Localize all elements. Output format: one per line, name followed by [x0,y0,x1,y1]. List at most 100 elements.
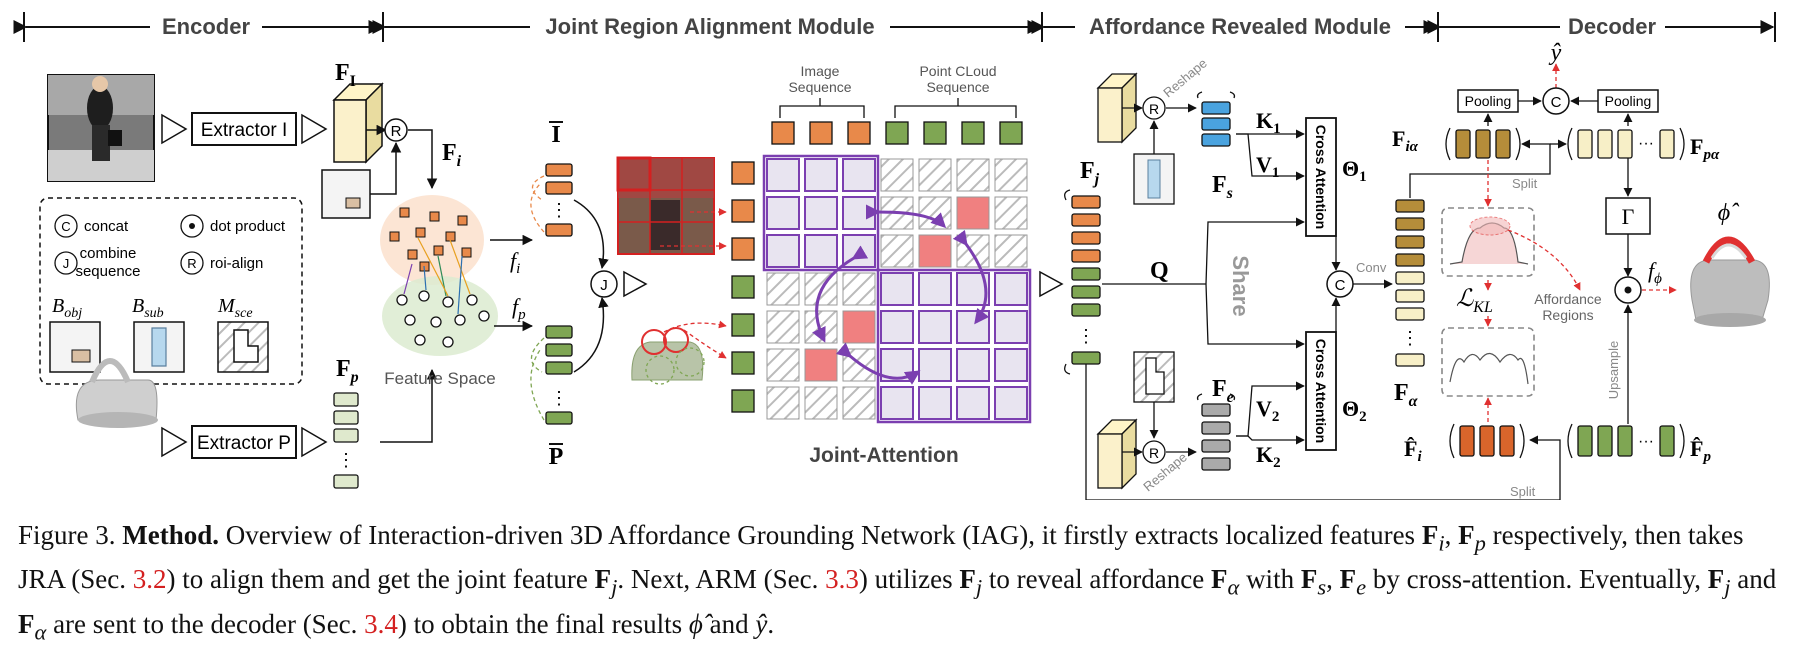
ref-sec-3-2[interactable]: 3.2 [132,564,167,595]
svg-text:R: R [1149,445,1159,461]
attention-cell [766,348,800,382]
svg-text:⋮: ⋮ [550,388,568,408]
feature-space: Feature Space [380,195,498,388]
attention-cell [766,234,800,268]
svg-text:⋮: ⋮ [337,450,355,470]
attention-cell [842,196,876,230]
legend-combine-2: sequence [75,263,140,280]
ref-sec-3-3[interactable]: 3.3 [825,564,859,595]
section-arm: Affordance Revealed Module [1089,14,1391,39]
attention-cell [804,196,838,230]
svg-text:⋮: ⋮ [1401,328,1419,348]
sequence-top [771,121,1023,145]
f-palpha-label: Fpα [1690,134,1720,163]
attention-cell [994,196,1028,230]
f-s-stack [1201,101,1231,147]
attention-cell [956,234,990,268]
f-e-stack [1201,403,1231,471]
attention-cell [804,234,838,268]
attention-cell [918,196,952,230]
attention-cell [804,310,838,344]
legend-m-sce: Msce [217,295,253,321]
input-point-cloud [75,358,158,428]
input-image [47,74,155,182]
gamma-box: Γ [1605,197,1651,235]
f-palpha-stack [1577,129,1675,159]
feat-img-label: FI [335,60,356,90]
svg-text:R: R [187,256,196,271]
attention-cell [918,386,952,420]
attention-cell [880,234,914,268]
attention-arrows [812,204,990,385]
phi-hat-label: ϕ̂ [1718,200,1739,226]
scene-mask-bottom [1133,351,1175,403]
i-bar-label: I [551,122,560,148]
y-hat-label: ŷ [1549,40,1562,66]
fi-hat-stack [1459,425,1515,457]
extractor-i-box: Extractor I [191,112,297,146]
legend: C concat dot product J combine sequence … [39,197,303,385]
attention-cell [956,386,990,420]
f-j-stack [1071,195,1101,365]
combine-node [590,270,618,298]
attention-cell [842,272,876,306]
fp-hat-stack [1577,425,1675,457]
legend-dot-product: dot product [210,218,286,235]
conv-label: Conv [1356,260,1387,275]
section-encoder: Encoder [162,14,250,39]
theta2-label: Θ2 [1342,396,1367,425]
svg-text:J: J [600,277,608,294]
fi-hat-label: F̂i [1404,436,1422,465]
ref-sec-3-4[interactable]: 3.4 [364,608,398,639]
i-bar-stack [545,163,573,237]
section-decoder: Decoder [1568,14,1656,39]
q-label: Q [1150,258,1169,284]
svg-text:J: J [63,256,70,271]
f-ialpha-stack [1455,129,1511,159]
attention-cell [994,272,1028,306]
attention-cell [766,158,800,192]
roi-align-node [384,118,408,142]
arrow-triangle [161,426,188,458]
svg-text:···: ··· [1638,135,1654,152]
p-bar-stack [545,325,573,425]
attention-cell [918,272,952,306]
attention-cell [994,158,1028,192]
attention-cell [766,310,800,344]
figure-caption: Figure 3. Method. Overview of Interactio… [18,520,1777,645]
attention-cell [842,158,876,192]
attention-cell [880,272,914,306]
svg-text:C: C [61,219,70,234]
f-j-label: Fj [1080,158,1100,188]
pooling-right: Pooling [1597,89,1659,113]
svg-text:C: C [1335,277,1346,294]
attention-cell [842,310,876,344]
attention-cell [766,272,800,306]
f-ialpha-label: Fiα [1392,126,1419,155]
attention-cell [918,158,952,192]
attention-cell [956,158,990,192]
attention-cell [956,196,990,230]
image-sequence-label: Image [801,63,840,79]
arrow-triangle [301,113,328,145]
image-patch [616,156,715,255]
roi-node-bottom [1142,440,1166,464]
joint-attention-label: Joint-Attention [809,444,958,467]
attention-cell [766,196,800,230]
svg-text:R: R [1149,101,1159,117]
attention-cell [880,310,914,344]
attention-cell [918,348,952,382]
image-sequence-label-2: Sequence [788,79,851,95]
split-bottom-label: Split [1510,484,1536,499]
svg-text:···: ··· [1638,433,1654,450]
f-s-label: Fs [1212,172,1233,202]
svg-text:Γ: Γ [1622,204,1635,229]
attention-cell [880,386,914,420]
k1-label: K1 [1256,108,1281,137]
attention-cell [994,234,1028,268]
v1-label: V1 [1256,152,1279,181]
feat-p-label: Fp [336,356,359,386]
svg-text:⋮: ⋮ [1077,326,1095,346]
concat-node-decoder [1542,87,1570,115]
attention-cell [956,348,990,382]
